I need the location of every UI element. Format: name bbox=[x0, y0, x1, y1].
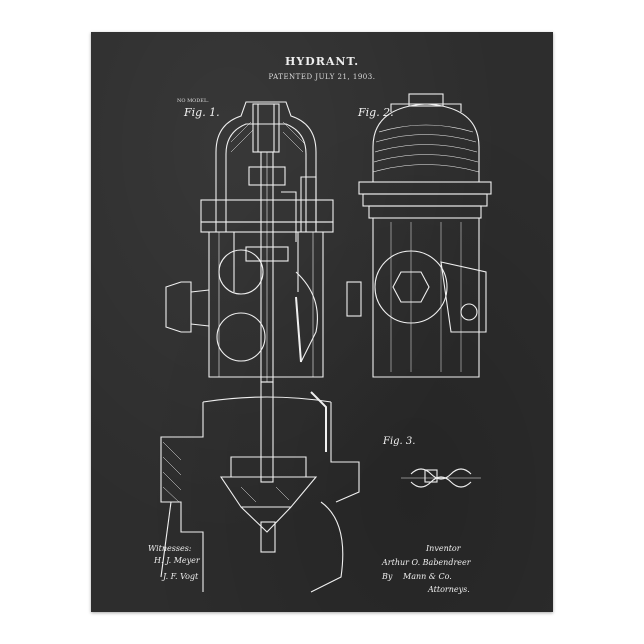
witness-signature-1: H. J. Meyer bbox=[154, 556, 200, 565]
patent-drawing bbox=[91, 32, 553, 612]
fig2-exterior-drawing bbox=[347, 94, 491, 377]
witnesses-label: Witnesses: bbox=[148, 544, 192, 553]
witness-signature-2: J. F. Vogt bbox=[163, 572, 198, 581]
fig1-section-drawing bbox=[166, 102, 333, 382]
fig3-detail-drawing bbox=[401, 469, 481, 487]
inventor-label: Inventor bbox=[426, 544, 461, 553]
by-label: By bbox=[382, 572, 392, 581]
inventor-signature: Arthur O. Babendreer bbox=[382, 558, 471, 567]
attorney-signature: Mann & Co. bbox=[403, 572, 452, 581]
attorneys-label: Attorneys. bbox=[428, 585, 470, 594]
patent-poster: HYDRANT. PATENTED JULY 21, 1903. NO MODE… bbox=[91, 32, 553, 612]
